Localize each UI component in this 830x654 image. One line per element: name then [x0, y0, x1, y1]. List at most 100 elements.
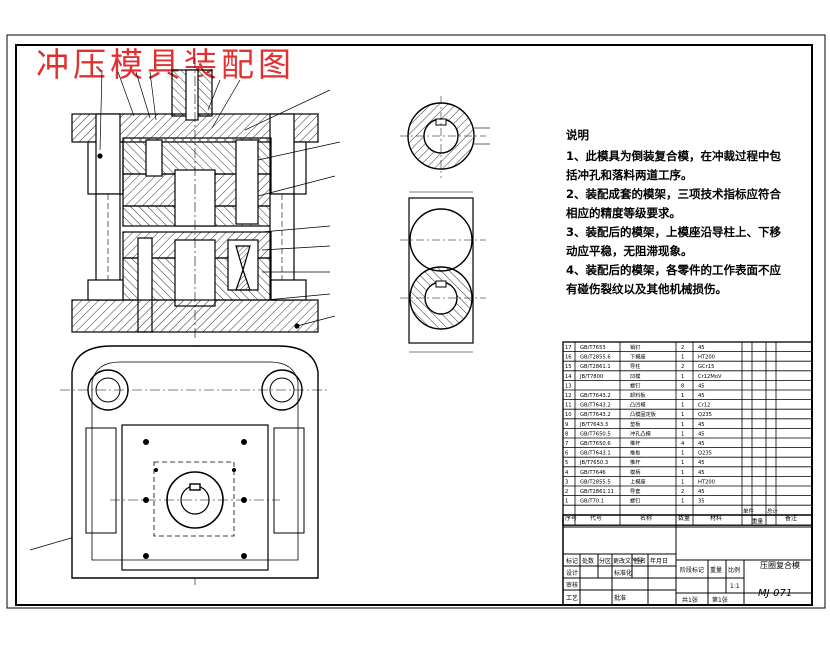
- bom-cell-name: 卸料板: [630, 391, 646, 399]
- bom-cell-name: 推杆: [630, 439, 640, 447]
- bom-cell-code: GB/T7643.2: [580, 412, 611, 418]
- bom-cell-name: 导柱: [630, 362, 640, 370]
- notes-heading: 说明: [566, 128, 589, 142]
- bom-cell-material: 45: [698, 393, 705, 399]
- bom-cell-material: Q235: [698, 412, 712, 418]
- bom-cell-qty: 1: [681, 451, 684, 457]
- bom-cell-material: Q235: [698, 451, 712, 457]
- bom-cell-material: 45: [698, 470, 705, 476]
- bom-cell-no: 9: [565, 422, 568, 428]
- bom-cell-material: 45: [698, 460, 705, 466]
- tb-weight: 重量: [710, 566, 722, 574]
- bom-cell-name: 导套: [630, 487, 641, 495]
- bom-cell-code: GB/T7643.2: [580, 393, 611, 399]
- bom-cell-material: 45: [698, 489, 705, 495]
- tb-mark: 标记: [566, 557, 578, 565]
- bom-cell-code: GB/T70.1: [580, 499, 604, 505]
- bom-cell-name: 冲孔凸模: [630, 429, 651, 437]
- bom-head-total-weight: 总计: [767, 507, 779, 515]
- bom-cell-no: 17: [565, 345, 572, 351]
- bom-cell-material: HT200: [698, 355, 715, 361]
- title-block-text: 标记 处数 分区 更改文件号 签名 年月日 设计 标准化 审核 工艺 批准 阶段…: [566, 557, 740, 604]
- bom-cell-material: Cr12: [698, 403, 710, 409]
- bom-cell-name: 垫板: [630, 420, 641, 428]
- bom-head-remark: 备注: [785, 514, 797, 522]
- bom-cell-qty: 1: [681, 460, 684, 466]
- technical-notes: 说明 1、此模具为倒装复合模，在冲裁过程中包括冲孔和落料两道工序。 2、装配成套…: [566, 126, 781, 299]
- bom-cell-no: 5: [565, 460, 568, 466]
- bom-cell-qty: 1: [681, 479, 684, 485]
- tb-scale-value: 1:1: [730, 583, 740, 590]
- bom-cell-qty: 2: [681, 345, 684, 351]
- outer-border: [6, 34, 826, 609]
- bom-cell-material: 45: [698, 431, 705, 437]
- bom-head-unit-weight: 单件: [743, 507, 755, 515]
- bom-cell-qty: 4: [681, 441, 685, 447]
- tb-sheet: 共1张: [682, 596, 698, 604]
- bom-cell-no: 3: [565, 479, 568, 485]
- tb-scale-label: 比例: [728, 566, 740, 574]
- bom-cell-name: 凹模: [630, 372, 640, 380]
- bom-cell-name: 螺钉: [630, 497, 640, 505]
- part-detail-view: [400, 96, 490, 353]
- bom-head-name: 名称: [640, 514, 652, 522]
- tb-review: 审核: [566, 581, 578, 589]
- bom-head-weight: 重量: [752, 517, 764, 525]
- bom-cell-name: 销钉: [630, 343, 640, 351]
- bom-cell-material: 45: [698, 345, 705, 351]
- bom-cell-qty: 2: [681, 489, 684, 495]
- bom-cell-material: 45: [698, 441, 705, 447]
- bom-cell-qty: 1: [681, 412, 684, 418]
- bom-cell-qty: 8: [681, 383, 684, 389]
- bom-cell-qty: 1: [681, 355, 684, 361]
- bom-cell-qty: 1: [681, 422, 684, 428]
- note-item: 2、装配成套的模架，三项技术指标应符合相应的精度等级要求。: [566, 187, 781, 220]
- bom-cell-material: HT200: [698, 479, 715, 485]
- bom-cell-code: JB/T7800: [579, 374, 603, 380]
- bom-head-code: 代号: [590, 514, 602, 522]
- bom-cell-qty: 1: [681, 374, 684, 380]
- bom-cell-code: GB/T2861.11: [580, 489, 614, 495]
- tb-design: 设计: [566, 569, 578, 577]
- bom-cell-no: 2: [565, 489, 568, 495]
- bom-head-qty: 数量: [678, 514, 690, 522]
- bom-cell-qty: 1: [681, 470, 684, 476]
- bom-cell-no: 7: [565, 441, 568, 447]
- bom-cell-no: 11: [565, 403, 572, 409]
- bom-cell-code: GB/T2861.1: [580, 364, 611, 370]
- bom-cell-code: GB/T7646: [580, 470, 606, 476]
- bom-cell-name: 下模座: [630, 353, 646, 361]
- inner-border: [15, 44, 813, 606]
- tb-std: 标准化: [614, 569, 632, 577]
- bom-cell-qty: 1: [681, 403, 684, 409]
- bom-cell-material: GCr15: [698, 364, 714, 370]
- bom-frame: [562, 341, 813, 526]
- note-item: 4、装配后的模架，各零件的工作表面不应有碰伤裂纹以及其他机械损伤。: [566, 263, 781, 296]
- tb-date: 年月日: [650, 557, 668, 565]
- bom-cell-name: 凸模固定板: [630, 410, 657, 418]
- bom-cell-name: 模柄: [630, 468, 640, 476]
- bom-cell-code: GB/T7653: [580, 345, 606, 351]
- bom-cell-qty: 2: [681, 364, 684, 370]
- tb-stage: 阶段标记: [680, 566, 704, 574]
- note-item: 3、装配后的模架，上模座沿导柱上、下移动应平稳，无阻滞现象。: [566, 225, 781, 258]
- tb-zone: 分区: [599, 557, 611, 565]
- leader-lines: [29, 69, 341, 551]
- note-item: 1、此模具为倒装复合模，在冲裁过程中包括冲孔和落料两道工序。: [566, 149, 781, 182]
- bom-cell-no: 14: [565, 374, 572, 380]
- tb-craft: 工艺: [566, 594, 578, 602]
- bom-cell-code: GB/T7650.5: [580, 431, 611, 437]
- bom-cell-code: GB/T2855.6: [580, 355, 611, 361]
- bom-cell-qty: 1: [681, 499, 684, 505]
- tb-sign: 签名: [634, 557, 646, 565]
- bom-cell-no: 4: [565, 470, 569, 476]
- bom-cell-code: GB/T7643.2: [580, 403, 611, 409]
- bom-cell-material: 45: [698, 383, 705, 389]
- bom-cell-name: 推杆: [630, 458, 640, 466]
- bom-cell-name: 推板: [630, 449, 641, 457]
- bom-cell-name: 上模座: [630, 477, 646, 485]
- bom-cell-code: JB/T7643.3: [579, 422, 608, 428]
- bom-cell-no: 6: [565, 451, 568, 457]
